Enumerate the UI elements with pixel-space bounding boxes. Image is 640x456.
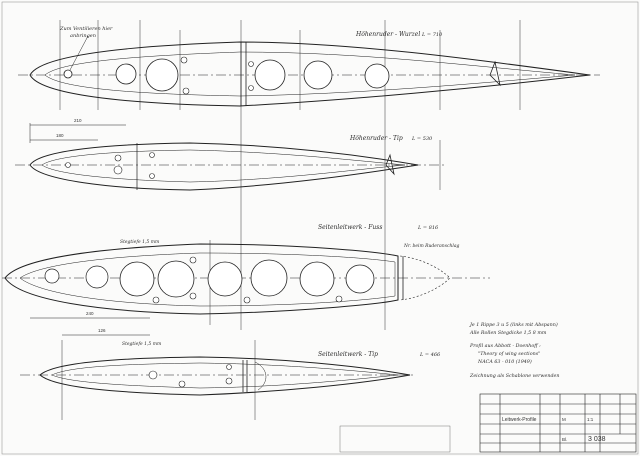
length-seitenleitwerk-tip: L = 466 bbox=[419, 352, 441, 358]
note-stegtiefe-tip: Stegtiefe 1,5 mm bbox=[122, 341, 161, 347]
length-hoehenruder-wurzel: L = 710 bbox=[421, 32, 443, 38]
note-ventilieren-line2: anbringen bbox=[70, 33, 96, 39]
length-hoehenruder-tip: L = 530 bbox=[411, 136, 433, 142]
title-block bbox=[479, 393, 637, 453]
profile-seitenleitwerk-fuss bbox=[2, 243, 490, 315]
title-hoehenruder-wurzel: Höhenruder - Wurzel bbox=[355, 31, 420, 38]
right-note-5: NACA 63 - 010 (1949) bbox=[477, 358, 532, 365]
profile-hoehenruder-tip bbox=[15, 142, 445, 191]
note-ruderanschlag: Nr. beim Ruderanschlag bbox=[403, 243, 460, 249]
dimension-240: 240 bbox=[86, 311, 94, 316]
right-note-4: "Theory of wing sections" bbox=[478, 351, 540, 357]
profile-hoehenruder-wurzel bbox=[18, 35, 600, 107]
right-note-6: Zeichnung als Schablone verwenden bbox=[469, 373, 559, 379]
note-ventilieren-line1: Zum Ventilieren hier bbox=[59, 26, 113, 32]
dimension-180: 180 bbox=[56, 133, 64, 138]
title-seitenleitwerk-tip: Seitenleitwerk - Tip bbox=[318, 351, 378, 358]
title-block-scale: 1:1 bbox=[587, 417, 594, 422]
title-block-sheet-label: Bl. bbox=[562, 437, 567, 442]
drawing-number: 3 038 bbox=[588, 436, 606, 443]
title-block-scale-label: M bbox=[562, 417, 566, 422]
dimension-210: 210 bbox=[74, 118, 82, 123]
right-note-2: Alle Rollen Stegdicke 1,5 8 mm bbox=[469, 330, 547, 336]
title-block-name: Leitwerk-Profile bbox=[502, 417, 537, 423]
right-note-1: Je 1 Rippe 3 u 5 (links mit Abspann) bbox=[469, 321, 558, 328]
right-note-3: Profil aus Abbott - Doenhoff : bbox=[469, 343, 541, 349]
length-seitenleitwerk-fuss: L = 816 bbox=[417, 225, 439, 231]
profile-seitenleitwerk-tip bbox=[20, 356, 415, 396]
dimension-126: 126 bbox=[98, 328, 106, 333]
title-seitenleitwerk-fuss: Seitenleitwerk - Fuss bbox=[318, 224, 382, 231]
revision-block bbox=[339, 425, 451, 453]
dimension-lines bbox=[29, 123, 150, 336]
title-hoehenruder-tip: Höhenruder - Tip bbox=[349, 135, 403, 142]
note-stegtiefe-fuss: Stegtiefe 1,5 mm bbox=[120, 239, 159, 245]
